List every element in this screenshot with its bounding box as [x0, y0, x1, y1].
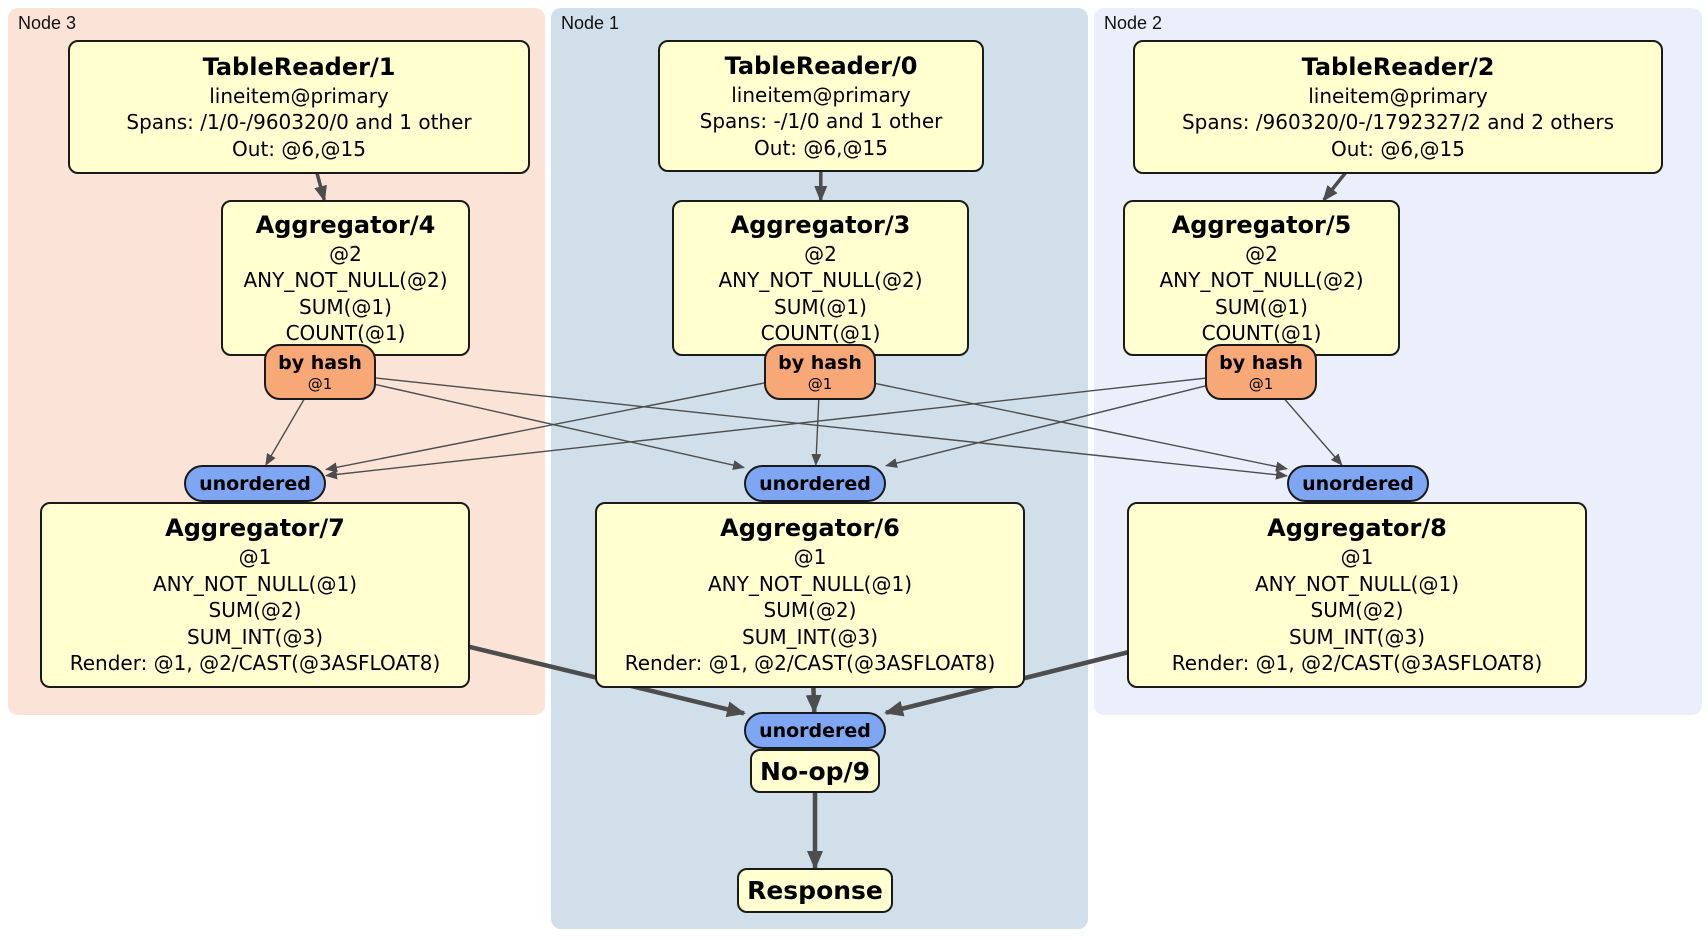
sync-label: unordered [759, 472, 871, 495]
processor-line: Out: @6,@15 [1331, 136, 1465, 161]
processor-aggregator-6: Aggregator/6 @1 ANY_NOT_NULL(@1) SUM(@2)… [595, 502, 1025, 688]
processor-line: @2 [329, 241, 362, 266]
processor-line: Render: @1, @2/CAST(@3ASFLOAT8) [624, 651, 996, 676]
processor-title: TableReader/1 [202, 52, 396, 81]
processor-line: ANY_NOT_NULL(@2) [1159, 268, 1364, 292]
sync-label: unordered [759, 719, 871, 742]
sync-unordered-node1: unordered [744, 465, 886, 502]
router-detail: @1 [307, 374, 333, 393]
processor-line: COUNT(@1) [1201, 321, 1322, 345]
sync-unordered-final: unordered [744, 712, 886, 749]
processor-line: SUM(@2) [763, 598, 857, 623]
processor-line: lineitem@primary [1308, 83, 1488, 108]
processor-line: Spans: -/1/0 and 1 other [699, 109, 943, 134]
edge-byhash2-to-uno1 [885, 371, 1262, 468]
processor-line: COUNT(@1) [285, 321, 406, 345]
processor-aggregator-3: Aggregator/3 @2 ANY_NOT_NULL(@2) SUM(@1)… [672, 200, 969, 356]
router-by-hash-node1: by hash @1 [764, 344, 876, 400]
region-node3-label: Node 3 [18, 13, 77, 33]
processor-line: SUM_INT(@3) [187, 624, 323, 649]
processor-line: SUM(@2) [1310, 598, 1404, 623]
processor-line: COUNT(@1) [760, 321, 881, 345]
router-by-hash-node2: by hash @1 [1205, 344, 1317, 400]
processor-title: Aggregator/4 [255, 210, 436, 239]
router-detail: @1 [807, 374, 833, 393]
processor-line: Spans: /960320/0-/1792327/2 and 2 others [1181, 110, 1614, 135]
processor-line: ANY_NOT_NULL(@2) [243, 268, 448, 292]
processor-line: SUM_INT(@3) [1289, 624, 1425, 649]
processor-aggregator-5: Aggregator/5 @2 ANY_NOT_NULL(@2) SUM(@1)… [1123, 200, 1400, 356]
processor-title: Aggregator/3 [730, 210, 911, 239]
edge-byhash2-to-uno3 [325, 371, 1262, 480]
processor-noop-9: No-op/9 [750, 749, 880, 793]
region-node1-label: Node 1 [561, 13, 620, 33]
processor-title: Response [747, 876, 883, 905]
router-label: by hash [778, 351, 862, 374]
router-by-hash-node3: by hash @1 [264, 344, 376, 400]
processor-line: lineitem@primary [209, 83, 389, 108]
processor-line: SUM(@2) [208, 598, 302, 623]
processor-title: TableReader/0 [724, 51, 918, 80]
router-detail: @1 [1248, 374, 1274, 393]
processor-line: SUM(@1) [1215, 294, 1308, 319]
processor-line: SUM(@1) [774, 294, 867, 319]
router-label: by hash [278, 351, 362, 374]
processor-title: No-op/9 [759, 756, 871, 786]
processor-line: SUM(@1) [299, 294, 392, 319]
sync-label: unordered [1302, 472, 1414, 495]
processor-line: Out: @6,@15 [232, 136, 366, 161]
processor-tablereader-2: TableReader/2 lineitem@primary Spans: /9… [1133, 40, 1663, 174]
processor-line: @1 [238, 545, 272, 570]
processor-line: ANY_NOT_NULL(@2) [718, 268, 923, 292]
processor-title: Aggregator/7 [165, 514, 345, 543]
sync-unordered-node3: unordered [184, 465, 326, 502]
processor-tablereader-1: TableReader/1 lineitem@primary Spans: /1… [68, 40, 530, 174]
processor-line: @1 [1340, 545, 1374, 570]
edge-byhash1-to-uno2 [819, 371, 1288, 472]
processor-line: Render: @1, @2/CAST(@3ASFLOAT8) [1171, 651, 1543, 676]
processor-line: @2 [1245, 241, 1278, 266]
sync-unordered-node2: unordered [1287, 465, 1429, 502]
edge-byhash3-to-uno1 [319, 371, 745, 470]
processor-line: ANY_NOT_NULL(@1) [1255, 571, 1459, 596]
processor-title: Aggregator/5 [1171, 210, 1352, 239]
processor-title: TableReader/2 [1301, 52, 1495, 81]
router-label: by hash [1219, 351, 1303, 374]
processor-tablereader-0: TableReader/0 lineitem@primary Spans: -/… [658, 40, 984, 172]
processor-line: Render: @1, @2/CAST(@3ASFLOAT8) [69, 651, 441, 676]
processor-line: @1 [793, 545, 827, 570]
processor-title: Aggregator/6 [720, 514, 900, 543]
processor-line: @2 [804, 241, 837, 266]
edge-byhash1-to-uno3 [325, 371, 821, 473]
processor-aggregator-8: Aggregator/8 @1 ANY_NOT_NULL(@1) SUM(@2)… [1127, 502, 1587, 688]
processor-line: ANY_NOT_NULL(@1) [153, 571, 357, 596]
processor-line: ANY_NOT_NULL(@1) [708, 571, 912, 596]
processor-title: Aggregator/8 [1267, 514, 1447, 543]
processor-aggregator-7: Aggregator/7 @1 ANY_NOT_NULL(@1) SUM(@2)… [40, 502, 470, 688]
edge-byhash3-to-uno2 [319, 371, 1288, 480]
processor-line: lineitem@primary [731, 82, 911, 107]
processor-line: Out: @6,@15 [754, 135, 888, 160]
sync-label: unordered [199, 472, 311, 495]
response-node: Response [737, 868, 893, 913]
region-node2-label: Node 2 [1104, 13, 1163, 33]
processor-aggregator-4: Aggregator/4 @2 ANY_NOT_NULL(@2) SUM(@1)… [221, 200, 470, 356]
processor-line: SUM_INT(@3) [742, 624, 878, 649]
processor-line: Spans: /1/0-/960320/0 and 1 other [126, 110, 472, 135]
